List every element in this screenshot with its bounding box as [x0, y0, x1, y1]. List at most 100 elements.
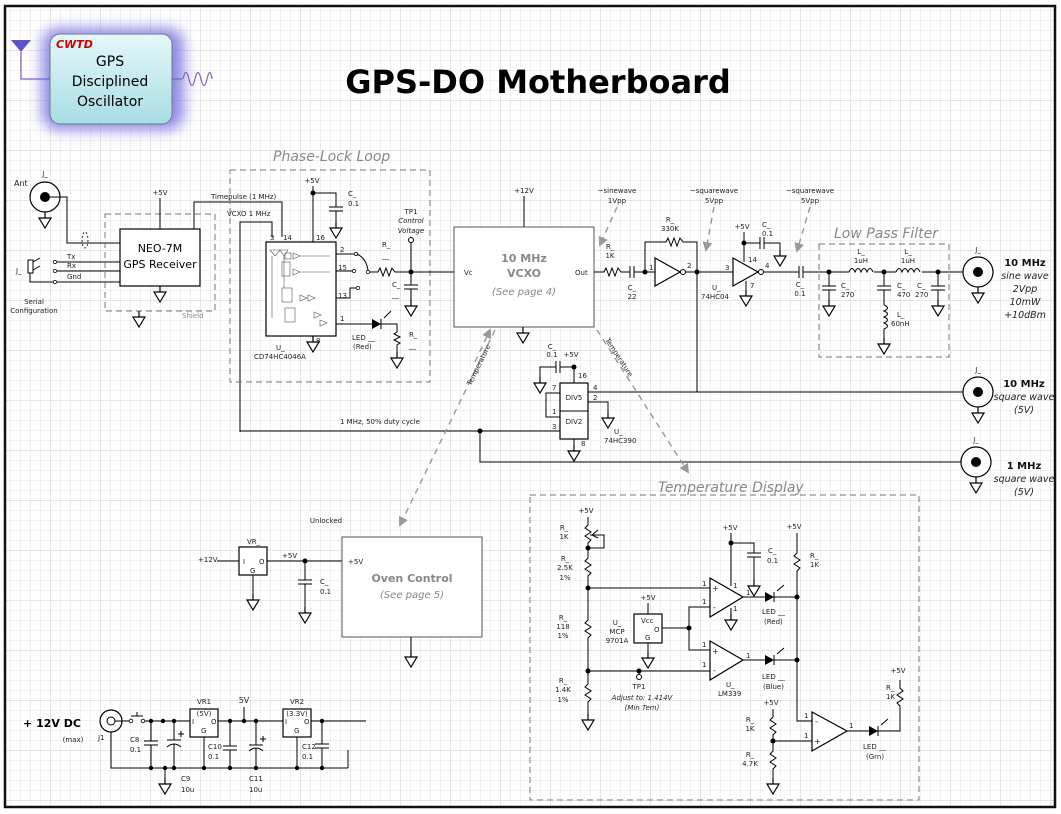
- divider-section: C_ 0.1 +5V 16 DIV5 DIV2 7 1 3 4 2 8 U_ 7…: [240, 343, 963, 463]
- sheet-frame: [3, 4, 1057, 809]
- schematic-label: NEO-7M: [138, 242, 183, 255]
- schematic-label: 22: [628, 293, 637, 301]
- schematic-label: 270: [841, 291, 854, 299]
- neo-7m-module[interactable]: [119, 228, 201, 287]
- schematic-label: I: [243, 558, 245, 566]
- schematic-label: C_: [768, 547, 777, 555]
- schematic-label: R_: [559, 677, 568, 685]
- vr1-regulator[interactable]: [189, 708, 219, 738]
- schematic-label: U_: [276, 344, 285, 352]
- cd74hc4046-ic[interactable]: [265, 241, 337, 337]
- vr2-regulator[interactable]: [282, 708, 312, 738]
- schematic-label: +5V: [348, 558, 363, 566]
- schematic-label: 1: [649, 264, 653, 272]
- vcxo-section: +12V 10 MHz VCXO (See page 4) Vc Out: [453, 187, 595, 344]
- oven-control-block[interactable]: [341, 536, 483, 638]
- schematic-label: 1: [702, 641, 706, 649]
- schematic-label: 4: [593, 384, 598, 392]
- schematic-label: 1: [340, 315, 344, 323]
- schematic-label: 15: [338, 264, 347, 272]
- schematic-label: 1%: [557, 632, 568, 640]
- schematic-label: C_: [348, 190, 357, 198]
- page-title: GPS-DO Motherboard: [345, 63, 731, 101]
- logo-brand: CWTD: [56, 38, 93, 51]
- schematic-label: LM339: [718, 690, 741, 698]
- schematic-label: G: [250, 567, 255, 575]
- temp-group-label: Temperature Display: [658, 480, 804, 496]
- schematic-label: (See page 5): [380, 590, 444, 601]
- logo-line2: Disciplined: [72, 74, 149, 90]
- schematic-label: 1uH: [854, 257, 868, 265]
- schematic-label: C_: [548, 343, 557, 351]
- schematic-label: 1: [702, 598, 706, 606]
- schematic-label: __: [391, 291, 400, 299]
- schematic-label: 0.1: [208, 753, 219, 761]
- schematic-label: 118: [556, 623, 569, 631]
- lpf-group-label: Low Pass Filter: [834, 226, 939, 242]
- schematic-label: J_: [41, 170, 48, 178]
- schematic-label: LED __: [352, 334, 375, 342]
- schematic-label: 2Vpp: [1013, 284, 1038, 295]
- schematic-label: C10: [208, 743, 222, 751]
- schematic-label: I: [192, 718, 194, 726]
- schematic-label: Unlocked: [310, 517, 342, 525]
- schematic-label: 5Vpp: [801, 197, 820, 205]
- schematic-label: 1: [746, 589, 750, 597]
- schematic-label: 3: [725, 264, 729, 272]
- schematic-label: (Min Tem): [625, 704, 660, 712]
- schematic-label: 10u: [249, 786, 262, 794]
- schematic-label: sine wave: [1001, 271, 1049, 282]
- schematic-label: (5V): [1014, 487, 1034, 498]
- schematic-label: Configuration: [10, 307, 57, 315]
- schematic-label: (Red): [764, 618, 783, 626]
- schematic-label: 1: [702, 661, 706, 669]
- schematic-label: +5V: [578, 507, 593, 515]
- inverter-2: [732, 256, 760, 288]
- schematic-label: ~squarewave: [786, 187, 834, 195]
- schematic-label: square wave: [994, 474, 1055, 485]
- schematic-label: 330K: [661, 225, 679, 233]
- schematic-label: G: [645, 634, 650, 642]
- schematic-label: C_: [796, 281, 805, 289]
- schematic-label: Serial: [24, 298, 44, 306]
- schematic-label: 60nH: [891, 320, 910, 328]
- schematic-label: 2: [593, 394, 597, 402]
- schematic-label: (See page 4): [492, 287, 556, 298]
- schematic-label: +: [712, 647, 719, 656]
- vcxo-block[interactable]: [453, 226, 595, 328]
- led-blue-temp: [765, 655, 774, 665]
- schematic-label: 14: [283, 234, 292, 242]
- schematic-label: 74HC04: [701, 293, 730, 301]
- schematic-label: Timepulse (1 MHz): [210, 193, 277, 201]
- schematic-label: 10 MHz: [1004, 258, 1046, 269]
- schematic-label: 0.1: [767, 557, 778, 565]
- schematic-label: U_: [726, 681, 735, 689]
- schematic-label: 1: [552, 408, 556, 416]
- schematic-label: 2: [687, 262, 691, 270]
- schematic-label: O: [211, 718, 217, 726]
- schematic-label: 10u: [181, 786, 194, 794]
- power-section: + 12V DC (max) J1 C8 0.1 C9 10u VR1 (5V)…: [23, 696, 366, 795]
- schematic-label: +5V: [152, 189, 167, 197]
- schematic-label: C_: [320, 578, 329, 586]
- schematic-label: ~sinewave: [598, 187, 637, 195]
- schematic-label: 1: [849, 722, 853, 730]
- schematic-label: LED __: [863, 743, 886, 751]
- pll-section: Phase-Lock Loop +5V C_ 0.1 3 14 16 2 15 …: [229, 149, 455, 383]
- schematic-label: Ant: [14, 179, 28, 188]
- schematic-label: +10dBm: [1004, 310, 1046, 321]
- schematic-label: Tx: [66, 253, 75, 261]
- schematic-label: J_: [974, 246, 981, 254]
- output-10mhz-sine[interactable]: J_ 10 MHz sine wave 2Vpp 10mW +10dBm: [962, 246, 1049, 321]
- schematic-label: 7: [750, 282, 754, 290]
- schematic-label: CD74HC4046A: [254, 353, 306, 361]
- schematic-label: LED __: [762, 673, 785, 681]
- schematic-label: 0.1: [762, 230, 773, 238]
- schematic-label: 1K: [810, 561, 819, 569]
- schematic-label: VR2: [290, 698, 304, 706]
- schematic-label: R_: [409, 331, 418, 339]
- schematic-label: 10mW: [1010, 297, 1041, 308]
- schematic-label: C8: [130, 736, 139, 744]
- sine-wave-icon: [182, 71, 213, 87]
